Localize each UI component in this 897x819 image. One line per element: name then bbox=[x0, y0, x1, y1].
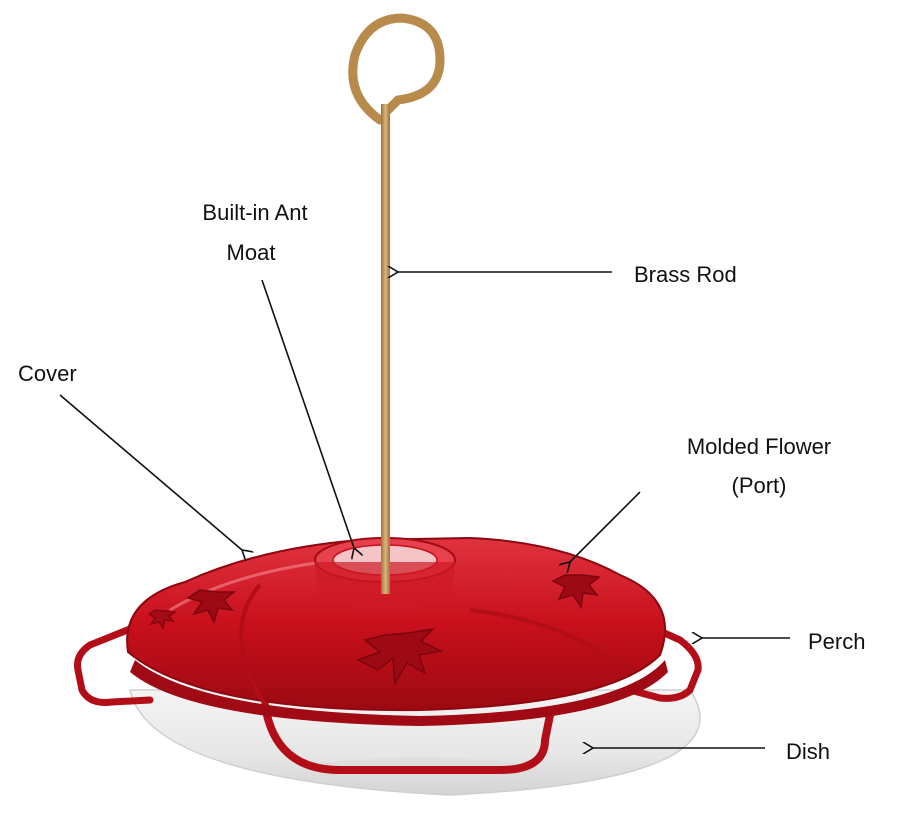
arrow-molded-flower bbox=[570, 492, 640, 562]
label-built-in-ant-moat-line2: Moat bbox=[227, 236, 276, 270]
label-molded-flower-line1: Molded Flower bbox=[687, 430, 831, 464]
label-dish: Dish bbox=[786, 735, 830, 769]
label-cover: Cover bbox=[18, 357, 77, 391]
label-perch: Perch bbox=[808, 625, 865, 659]
label-molded-flower-line2: (Port) bbox=[732, 469, 787, 503]
arrow-cover bbox=[60, 395, 242, 550]
arrow-ant-moat bbox=[262, 280, 354, 548]
label-brass-rod: Brass Rod bbox=[634, 258, 737, 292]
brass-rod bbox=[353, 18, 440, 594]
label-built-in-ant-moat-line1: Built-in Ant bbox=[202, 196, 307, 230]
